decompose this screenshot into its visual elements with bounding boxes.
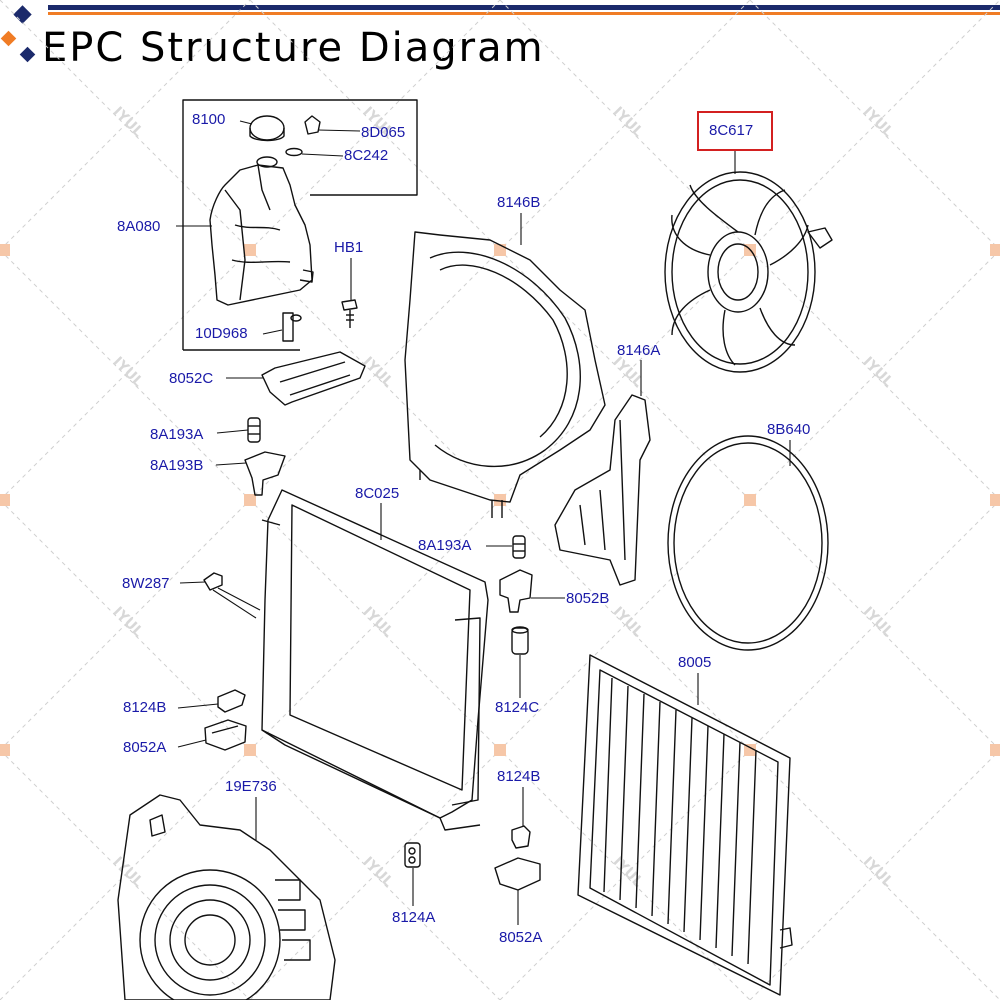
part-label-8052a-bottom[interactable]: 8052A: [499, 929, 543, 946]
bracket-8052b-upper: [499, 569, 533, 613]
part-label-8a193b[interactable]: 8A193B: [150, 457, 204, 474]
part-label-8c025[interactable]: 8C025: [355, 485, 400, 502]
reservoir-group-box: [182, 99, 418, 351]
auxiliary-fan-19e736: [117, 794, 336, 1000]
condenser-8005: [577, 654, 793, 996]
part-label-8124b-left[interactable]: 8124B: [123, 699, 167, 716]
bracket-8a193b: [244, 451, 286, 496]
part-label-8w287[interactable]: 8W287: [122, 575, 170, 592]
part-label-8146b[interactable]: 8146B: [497, 194, 541, 211]
part-label-8124b-right[interactable]: 8124B: [497, 768, 541, 785]
leader-lines: [176, 120, 791, 925]
header-bar-navy: [48, 5, 1000, 10]
mount-8124a: [404, 842, 421, 868]
fan-shroud-8146b: [404, 231, 606, 518]
filler-cap: [249, 115, 285, 142]
page-title: EPC Structure Diagram: [42, 25, 545, 71]
part-label-8d065[interactable]: 8D065: [361, 124, 406, 141]
part-label-8b640[interactable]: 8B640: [767, 421, 811, 438]
bolt-hb1: [341, 299, 358, 328]
part-label-8a193a-lower[interactable]: 8A193A: [418, 537, 472, 554]
part-label-8052a-left[interactable]: 8052A: [123, 739, 167, 756]
part-label-10d968[interactable]: 10D968: [195, 325, 248, 342]
part-label-8005[interactable]: 8005: [678, 654, 712, 671]
header-diamonds-icon: [0, 5, 36, 63]
part-label-19e736[interactable]: 19E736: [225, 778, 277, 795]
part-label-8052b[interactable]: 8052B: [566, 590, 610, 607]
bleed-screw: [285, 115, 321, 157]
bracket-8052a-bottom: [494, 857, 541, 891]
mount-8124b-right: [511, 825, 531, 849]
clip-8w287: [203, 572, 223, 591]
watermark-squares: [0, 244, 1000, 756]
part-label-hb1[interactable]: HB1: [334, 239, 364, 256]
cooling-fan-8c617: [664, 171, 833, 373]
part-label-8a193a-upper[interactable]: 8A193A: [150, 426, 204, 443]
grommet-8a193a-lower: [512, 535, 526, 559]
part-label-8146a[interactable]: 8146A: [617, 342, 661, 359]
hose-clip: [282, 312, 302, 342]
part-label-8052c[interactable]: 8052C: [169, 370, 214, 387]
part-label-8c242[interactable]: 8C242: [344, 147, 389, 164]
highlight-box-8c617: [697, 111, 773, 151]
part-label-8100[interactable]: 8100: [192, 111, 226, 128]
bracket-8052a-left: [204, 719, 247, 751]
mount-8124c: [511, 626, 529, 655]
part-label-8c617[interactable]: 8C617: [709, 122, 754, 139]
side-deflector-8146a: [554, 394, 651, 586]
bracket-8052c: [261, 351, 366, 406]
expansion-tank: [209, 156, 314, 306]
radiator-frame-8c025: [261, 489, 489, 831]
mount-8124b-left: [217, 689, 246, 713]
part-label-8124c[interactable]: 8124C: [495, 699, 540, 716]
fan-seal-ring-8b640: [667, 435, 829, 651]
part-label-8a080[interactable]: 8A080: [117, 218, 161, 235]
header-bar-orange: [48, 12, 1000, 15]
part-label-8124a[interactable]: 8124A: [392, 909, 436, 926]
grommet-8a193a-upper: [247, 417, 261, 443]
